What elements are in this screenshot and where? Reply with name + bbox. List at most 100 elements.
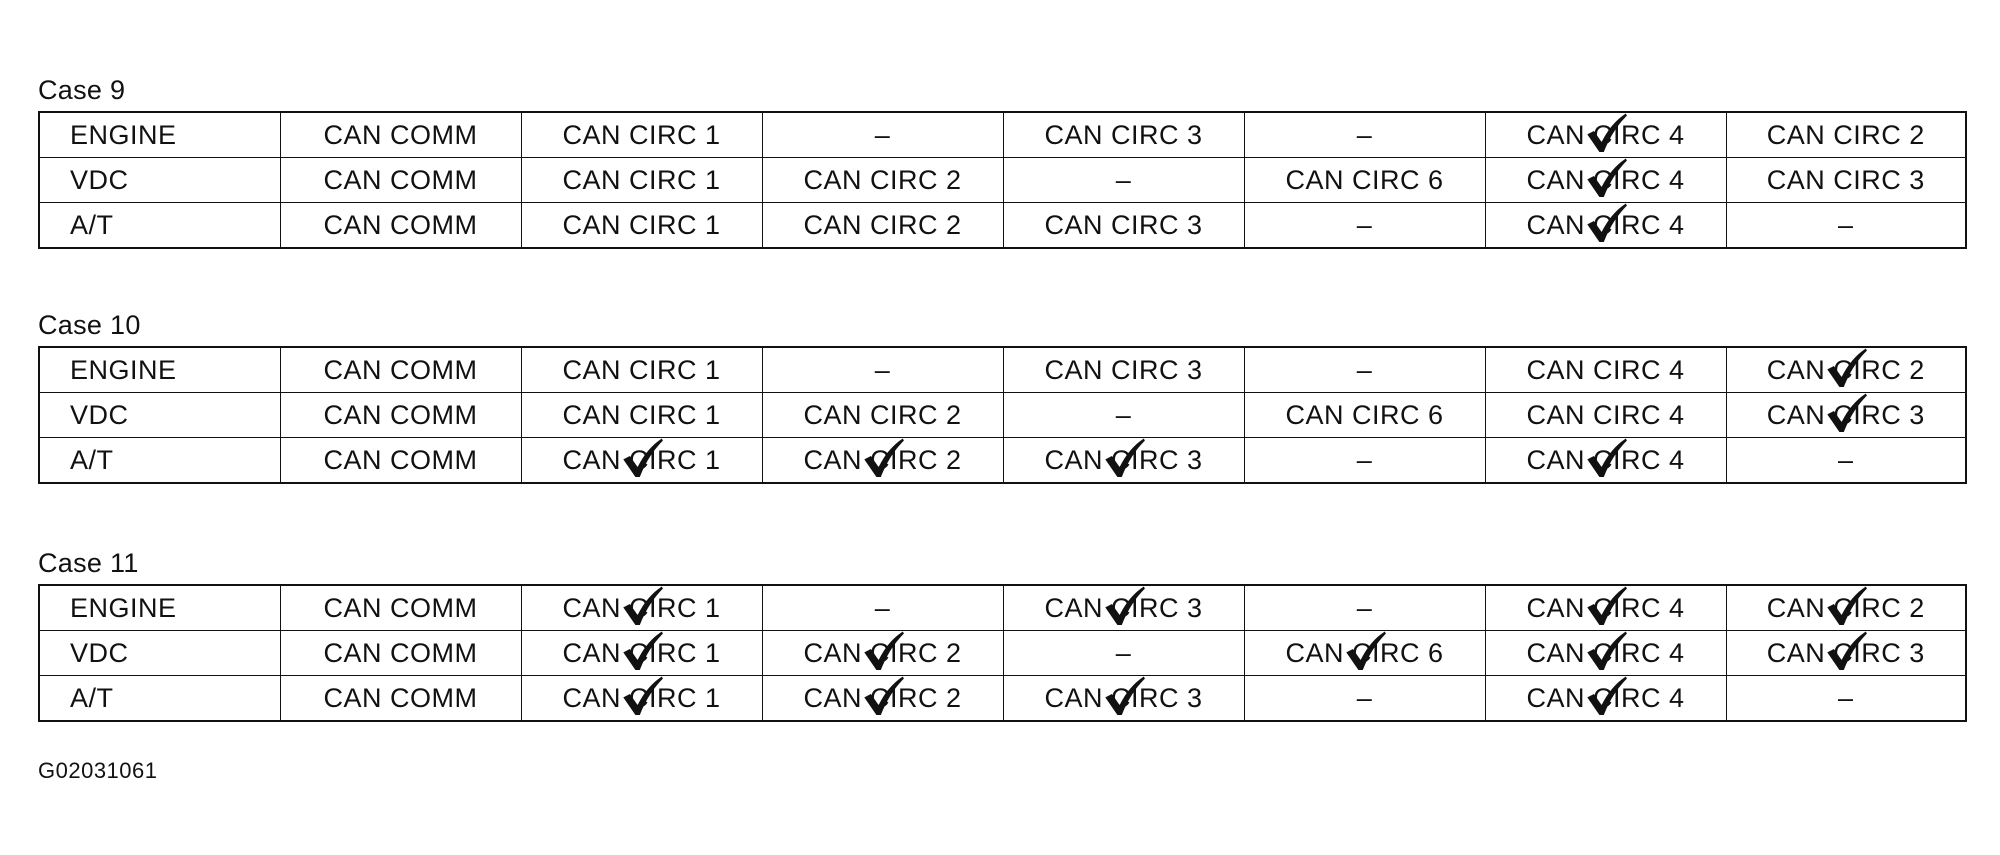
table-cell: CAN CIRC 3 [1725, 630, 1967, 676]
table-cell: CAN CIRC 3 [1002, 346, 1245, 393]
cell-text: CAN CIRC 3 [1044, 586, 1202, 625]
table-cell: CAN CIRC 1 [520, 675, 763, 722]
table-cell: CAN COMM [279, 346, 522, 393]
cell-value: CAN CIRC 4 [1526, 682, 1685, 713]
table-cell: CAN CIRC 6 [1243, 157, 1486, 203]
cell-value: CAN COMM [323, 164, 478, 195]
cell-text: – [875, 593, 891, 624]
cell-text: CAN CIRC 3 [1767, 165, 1925, 196]
table-cell: – [1002, 392, 1245, 438]
table-cell: CAN COMM [279, 584, 522, 631]
table-cell: CAN CIRC 2 [761, 157, 1004, 203]
case-title: Case 11 [38, 548, 139, 578]
cell-text: CAN CIRC 2 [803, 210, 961, 241]
cell-text: – [1357, 593, 1373, 624]
cell-text: CAN CIRC 2 [803, 631, 961, 670]
cell-text: – [875, 355, 891, 386]
row-label: A/T [38, 675, 281, 722]
cell-value: – [1356, 682, 1373, 713]
cell-text: CAN CIRC 2 [803, 438, 961, 477]
cell-value: CAN CIRC 3 [1044, 119, 1203, 150]
cell-value: – [1356, 592, 1373, 623]
cell-text: – [1357, 210, 1373, 241]
cell-text: CAN CIRC 4 [1526, 158, 1685, 197]
cell-value: CAN CIRC 1 [562, 209, 721, 240]
cell-text: CAN CIRC 1 [562, 355, 720, 386]
cell-value: CAN CIRC 4 [1526, 354, 1685, 385]
cell-text: CAN CIRC 1 [562, 631, 720, 670]
cell-value: CAN CIRC 4 [1526, 164, 1685, 195]
case-title: Case 9 [38, 75, 126, 105]
cell-text: CAN CIRC 2 [1766, 348, 1925, 387]
cell-value: CAN CIRC 2 [1766, 119, 1925, 150]
cell-text: CAN CIRC 2 [1767, 120, 1925, 151]
cell-value: CAN COMM [323, 592, 478, 623]
cell-text: CAN CIRC 1 [562, 676, 721, 715]
cell-value: CAN COMM [323, 637, 478, 668]
cell-value: – [874, 592, 891, 623]
cell-text: CAN CIRC 6 [1285, 631, 1443, 670]
cell-text: CAN COMM [324, 210, 478, 241]
cell-text: CAN CIRC 3 [1044, 438, 1203, 477]
table-cell: CAN CIRC 1 [520, 392, 763, 438]
row-label: VDC [38, 630, 281, 676]
table-cell: – [761, 111, 1004, 158]
cell-text: – [1838, 683, 1854, 714]
table-cell: CAN CIRC 4 [1484, 630, 1727, 676]
table-cell: CAN CIRC 2 [761, 437, 1004, 484]
table-cell: CAN CIRC 1 [520, 584, 763, 631]
cell-value: CAN CIRC 2 [1766, 354, 1925, 385]
cell-text: – [1838, 210, 1854, 241]
table-cell: CAN COMM [279, 392, 522, 438]
cell-text: CAN CIRC 3 [1044, 210, 1202, 241]
cell-value: CAN CIRC 1 [562, 682, 721, 713]
table-cell: CAN CIRC 4 [1484, 437, 1727, 484]
cell-value: – [1115, 399, 1132, 430]
cell-value: – [1356, 209, 1373, 240]
figure-code: G02031061 [38, 758, 158, 783]
table-cell: CAN CIRC 1 [520, 111, 763, 158]
cell-value: – [1837, 444, 1854, 475]
cell-value: CAN CIRC 4 [1526, 119, 1685, 150]
table-cell: CAN CIRC 1 [520, 202, 763, 249]
cell-value: CAN CIRC 1 [562, 119, 721, 150]
cell-value: CAN CIRC 3 [1044, 444, 1203, 475]
row-label: ENGINE [38, 111, 281, 158]
table-cell: – [1002, 157, 1245, 203]
table-cell: – [1243, 584, 1486, 631]
row-label: A/T [38, 437, 281, 484]
table-cell: CAN COMM [279, 675, 522, 722]
cell-value: CAN CIRC 4 [1526, 209, 1685, 240]
cell-text: – [1357, 445, 1373, 476]
cell-text: CAN CIRC 3 [1767, 393, 1925, 432]
cell-text: CAN CIRC 1 [562, 438, 720, 477]
table-cell: CAN CIRC 3 [1002, 437, 1245, 484]
cell-value: CAN CIRC 4 [1526, 399, 1685, 430]
table-cell: CAN CIRC 2 [1725, 346, 1967, 393]
cell-value: CAN CIRC 2 [1766, 592, 1925, 623]
table-cell: CAN CIRC 4 [1484, 584, 1727, 631]
cell-value: CAN CIRC 4 [1526, 592, 1685, 623]
table-cell: CAN CIRC 2 [761, 675, 1004, 722]
cell-text: – [1357, 355, 1373, 386]
table-cell: CAN CIRC 4 [1484, 202, 1727, 249]
cell-text: CAN CIRC 4 [1526, 113, 1685, 152]
cell-value: CAN CIRC 4 [1526, 637, 1685, 668]
table-cell: CAN COMM [279, 630, 522, 676]
table-cell: CAN CIRC 1 [520, 157, 763, 203]
table-cell: CAN CIRC 4 [1484, 157, 1727, 203]
table-cell: CAN CIRC 6 [1243, 630, 1486, 676]
cell-text: CAN CIRC 4 [1526, 586, 1685, 625]
cell-text: CAN COMM [324, 683, 478, 714]
cell-text: CAN CIRC 1 [562, 165, 720, 196]
cell-value: CAN CIRC 1 [562, 354, 721, 385]
cell-value: CAN CIRC 3 [1044, 682, 1203, 713]
table-cell: CAN CIRC 3 [1725, 392, 1967, 438]
case-title: Case 10 [38, 310, 141, 340]
cell-value: CAN COMM [323, 399, 478, 430]
cell-text: – [1116, 165, 1132, 196]
cell-text: CAN CIRC 4 [1526, 400, 1684, 431]
